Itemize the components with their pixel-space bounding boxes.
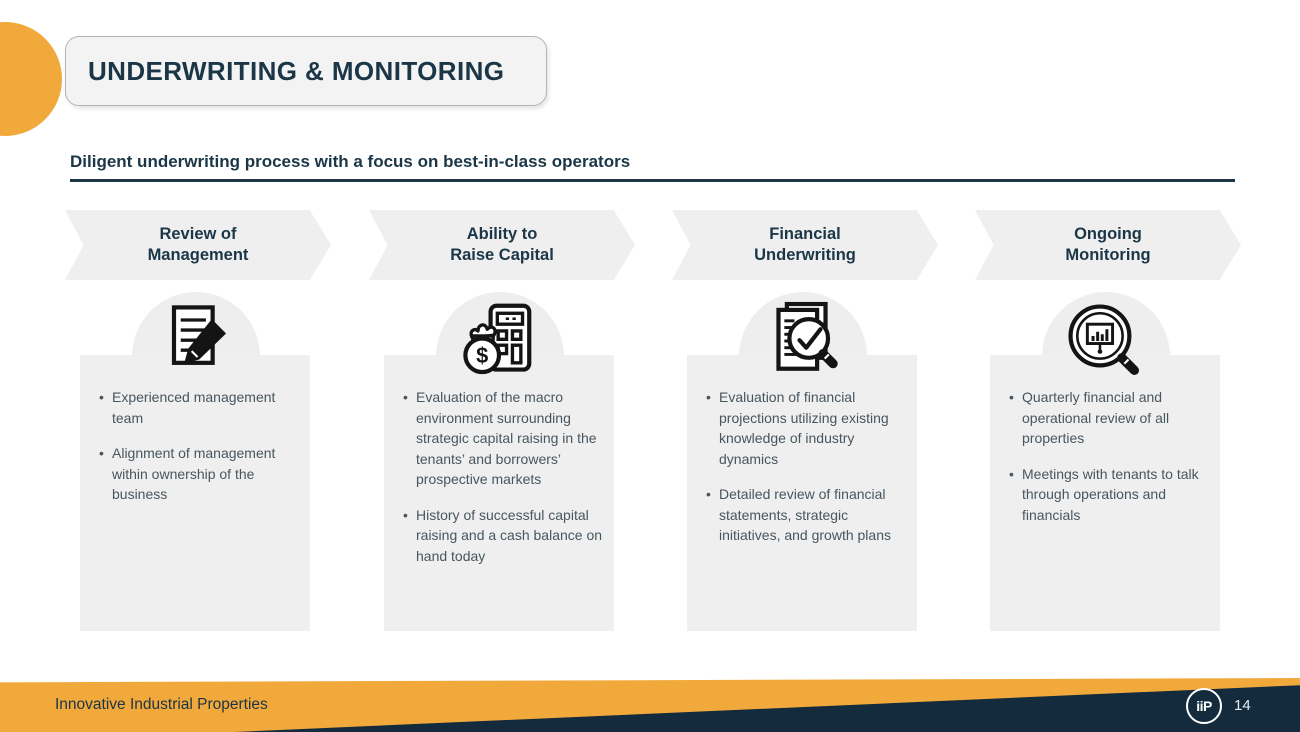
bullet-item: Evaluation of the macro environment surr… [402,387,604,490]
document-pencil-icon [147,296,243,386]
step-header-line1: Ongoing [1074,224,1142,243]
detail-panel: Evaluation of the macro environment surr… [384,355,614,631]
company-logo-icon: iiP [1186,688,1222,724]
chart-magnifier-icon [1057,296,1153,386]
slide-title-box: UNDERWRITING & MONITORING [65,36,547,106]
process-column-financial-underwriting: Financial Underwriting Evaluation of fin… [672,210,938,631]
process-column-ability-to-raise-capital: Ability to Raise Capital Evaluation of t… [369,210,635,631]
bullet-item: Experienced management team [98,387,300,428]
document-check-magnifier-icon [754,296,850,386]
slide-subtitle: Diligent underwriting process with a foc… [70,152,631,171]
bullet-list: Evaluation of financial projections util… [687,355,917,546]
bullet-list: Experienced management team Alignment of… [80,355,310,505]
bullet-item: Alignment of management within ownership… [98,443,300,505]
chevron-step-shape: Financial Underwriting [672,210,938,280]
accent-circle [0,22,62,136]
step-header-line2: Raise Capital [450,246,554,264]
step-header-line1: Review of [159,224,237,243]
moneybag-calculator-icon: $ [451,296,547,386]
chevron-step-shape: Review of Management [65,210,331,280]
step-header-line1: Ability to [466,224,538,243]
detail-panel: Experienced management team Alignment of… [80,355,310,631]
bullet-item: Quarterly financial and operational revi… [1008,387,1210,449]
detail-panel: Evaluation of financial projections util… [687,355,917,631]
chevron-step-shape: Ability to Raise Capital [369,210,635,280]
step-header-line1: Financial [769,224,841,243]
bullet-item: Meetings with tenants to talk through op… [1008,464,1210,526]
step-header-line2: Management [147,246,249,264]
bullet-item: Detailed review of financial statements,… [705,484,907,546]
footer-company-name: Innovative Industrial Properties [55,696,268,713]
subtitle-divider [70,179,1235,182]
bullet-item: Evaluation of financial projections util… [705,387,907,469]
process-column-review-of-management: Review of Management Experienced managem… [65,210,331,631]
bullet-list: Evaluation of the macro environment surr… [384,355,614,567]
svg-text:$: $ [476,343,488,368]
chevron-step-shape: Ongoing Monitoring [975,210,1241,280]
step-header-line2: Monitoring [1065,246,1151,264]
company-logo-text: iiP [1196,698,1212,714]
bullet-item: History of successful capital raising an… [402,505,604,567]
bullet-list: Quarterly financial and operational revi… [990,355,1220,525]
slide-title: UNDERWRITING & MONITORING [88,55,505,86]
step-header-line2: Underwriting [754,246,856,264]
detail-panel: Quarterly financial and operational revi… [990,355,1220,631]
page-number: 14 [1234,697,1251,714]
process-column-ongoing-monitoring: Ongoing Monitoring Quarterly financial a… [975,210,1241,631]
